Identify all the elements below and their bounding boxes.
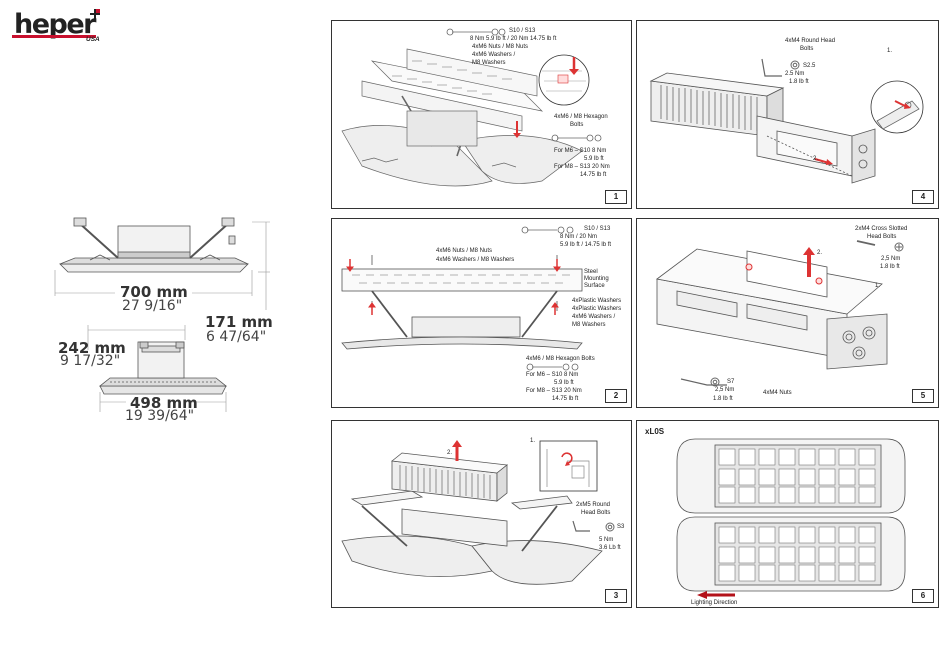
model-title: xL0S — [645, 427, 665, 436]
steel-label-1: Steel — [584, 269, 598, 275]
length-in: 27 9/16" — [122, 298, 183, 314]
m6-lb-label: 5.9 lb ft — [554, 380, 574, 386]
washers-label-2: M8 Washers — [472, 60, 506, 66]
tool-lb: 1.8 lb ft — [713, 396, 733, 402]
m8-label: For M8 – S13 20 Nm — [554, 164, 610, 170]
driver-illustration — [649, 58, 924, 184]
nm-label: 2.5 Nm — [785, 71, 805, 77]
hex-label: 4xM6 / M8 Hexagon Bolts — [526, 356, 595, 362]
mounting-illustration — [341, 28, 602, 187]
bolts-label-2: Bolts — [800, 46, 814, 52]
bolts-label-2: Head Bolts — [581, 510, 611, 516]
step-1-marker: 1. — [887, 48, 893, 54]
steel-label-2: Mounting — [584, 276, 609, 282]
steel-label-3: Surface — [584, 283, 605, 289]
step-number: 5 — [912, 389, 934, 403]
torque-nm: 8 Nm / 20 Nm — [560, 234, 598, 240]
nm-label: 5 Nm — [599, 537, 614, 543]
bolts-label-2: Head Bolts — [867, 234, 897, 240]
torque-label: S10 / S13 — [509, 28, 536, 34]
length-mm: 700 mm — [120, 283, 188, 301]
torque-label: S10 / S13 — [584, 226, 611, 232]
nuts-label: 4xM4 Nuts — [763, 390, 792, 396]
step-panel-6: xL0S Lighting Direction 6 — [636, 420, 939, 608]
hex-label-2: Bolts — [570, 122, 584, 128]
m8-lb-label: 14.75 lb ft — [580, 172, 607, 178]
height-mm: 171 mm — [205, 313, 273, 331]
step-number: 6 — [912, 589, 934, 603]
cover-illustration — [656, 240, 904, 387]
lb-label: 1.8 lb ft — [880, 264, 900, 270]
led-module-illustration — [676, 438, 906, 599]
step-panel-3: 1. 2. 2xM5 Round Head Bolts S3 5 Nm 3.6 … — [331, 420, 632, 608]
bolts-label-1: 4xM4 Round Head — [785, 38, 836, 44]
step-1-marker: 1. — [530, 438, 536, 444]
plastic-label-1: 4xPlastic Washers — [572, 298, 622, 304]
bolts-label-1: 2xM4 Cross Slotted — [855, 226, 908, 232]
torque-values: 8 Nm 5.9 lb ft / 20 Nm 14.75 lb ft — [470, 36, 557, 42]
m8-washers-label: M8 Washers — [572, 322, 606, 328]
depth-in: 9 17/32" — [60, 353, 121, 369]
m6-label: For M6 – S10 8 Nm — [554, 148, 607, 154]
brand-suffix: USA — [86, 36, 100, 43]
step-number: 4 — [912, 190, 934, 204]
height-in: 6 47/64" — [206, 329, 267, 345]
step-number: 3 — [605, 589, 627, 603]
washers-label-1: 4xM6 Washers / — [472, 52, 516, 58]
m6-washers-label: 4xM6 Washers / — [572, 314, 616, 320]
bolts-label-1: 2xM5 Round — [576, 502, 611, 508]
m6-lb-label: 5.9 lb ft — [584, 156, 604, 162]
lb-label: 3.6 Lb ft — [599, 545, 621, 551]
step-number: 1 — [605, 190, 627, 204]
width-mm: 498 mm — [130, 394, 198, 412]
m6-label: For M6 – S10 8 Nm — [526, 372, 579, 378]
step-panel-5: 2xM4 Cross Slotted Head Bolts 2,5 Nm 1.8… — [636, 218, 939, 408]
tool-label: S3 — [617, 524, 625, 530]
nm-label: 2,5 Nm — [881, 256, 901, 262]
step-2-marker: 2. — [817, 250, 823, 256]
driver-removal-illustration — [341, 440, 615, 585]
brand-name: heper — [14, 9, 97, 40]
brand-logo: heper USA — [6, 6, 102, 43]
tool-nm: 2,5 Nm — [715, 387, 735, 393]
lb-label: 1.8 lb ft — [789, 79, 809, 85]
depth-mm: 242 mm — [58, 339, 126, 357]
tool-label: S2.5 — [803, 63, 816, 69]
step-2-marker: 2. — [813, 156, 819, 162]
m8-lb-label: 14.75 lb ft — [552, 396, 579, 402]
step-2-marker: 2. — [447, 450, 453, 456]
torque-lb: 5.9 lb ft / 14.75 lb ft — [560, 242, 612, 248]
brand-underline — [12, 35, 96, 38]
step-panel-1: S10 / S13 8 Nm 5.9 lb ft / 20 Nm 14.75 l… — [331, 20, 632, 209]
tool-label: S7 — [727, 379, 735, 385]
plastic-label-2: 4xPlastic Washers — [572, 306, 622, 312]
plus-icon — [90, 9, 100, 19]
step-number: 2 — [605, 389, 627, 403]
width-in: 19 39/64" — [125, 408, 195, 424]
lighting-direction-label: Lighting Direction — [691, 600, 738, 606]
nuts-label: 4xM6 Nuts / M8 Nuts — [436, 248, 493, 254]
surface-mount-illustration — [341, 226, 583, 371]
nuts-label: 4xM6 Nuts / M8 Nuts — [472, 44, 529, 50]
m8-label: For M8 – S13 20 Nm — [526, 388, 582, 394]
step-1-marker: 1. — [875, 283, 881, 289]
washers-label: 4xM6 Washers / M8 Washers — [436, 257, 515, 263]
step-panel-4: 4xM4 Round Head Bolts S2.5 2.5 Nm 1.8 lb… — [636, 20, 939, 209]
step-panel-2: S10 / S13 8 Nm / 20 Nm 5.9 lb ft / 14.75… — [331, 218, 632, 408]
hex-label-1: 4xM6 / M8 Hexagon — [554, 114, 608, 120]
